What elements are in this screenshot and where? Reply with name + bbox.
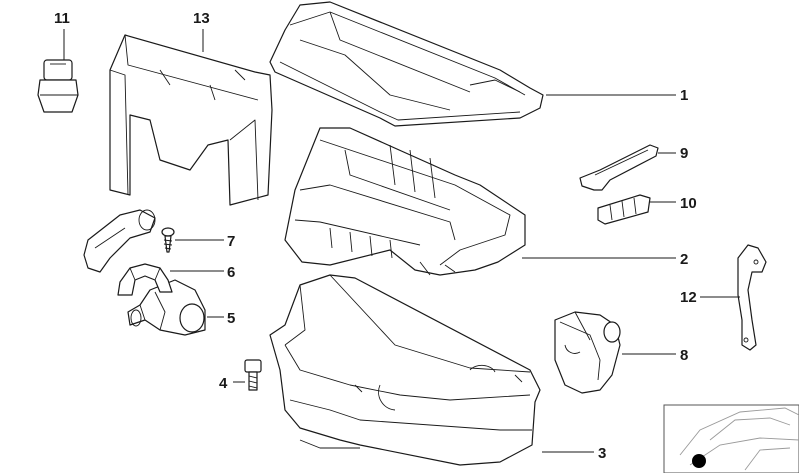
location-marker-icon (692, 454, 706, 468)
callout-4: 4 (219, 375, 228, 392)
part-intake-hose[interactable] (83, 209, 156, 273)
part-10-connector[interactable] (597, 194, 651, 225)
part-9-strip[interactable] (579, 144, 659, 191)
part-11-plug[interactable] (37, 59, 79, 113)
part-3-lower-housing[interactable] (269, 274, 541, 466)
callout-13: 13 (193, 10, 210, 27)
callout-1: 1 (680, 87, 688, 104)
callout-6: 6 (227, 264, 235, 281)
callout-10: 10 (680, 195, 697, 212)
part-5-intake-elbow[interactable] (127, 279, 206, 336)
callout-7: 7 (227, 233, 235, 250)
part-6-clamp[interactable] (117, 263, 173, 296)
part-12-bracket[interactable] (737, 244, 767, 351)
leader-lines (63, 29, 740, 453)
callout-3: 3 (598, 445, 606, 462)
part-13-shroud[interactable] (109, 34, 273, 206)
part-4-bolt[interactable] (244, 359, 262, 391)
part-8-resonator[interactable] (554, 311, 621, 394)
callout-2: 2 (680, 251, 688, 268)
part-2-housing-frame[interactable] (284, 127, 526, 276)
part-7-screw[interactable] (161, 227, 175, 253)
callout-12: 12 (680, 289, 697, 306)
vehicle-thumbnail (663, 404, 799, 473)
callout-labels: 1 2 3 4 5 6 7 8 9 10 11 12 13 (54, 10, 697, 462)
part-1-upper-cover[interactable] (269, 1, 544, 127)
callout-8: 8 (680, 347, 688, 364)
callout-11: 11 (54, 10, 70, 27)
callout-9: 9 (680, 145, 688, 162)
callout-5: 5 (227, 310, 235, 327)
